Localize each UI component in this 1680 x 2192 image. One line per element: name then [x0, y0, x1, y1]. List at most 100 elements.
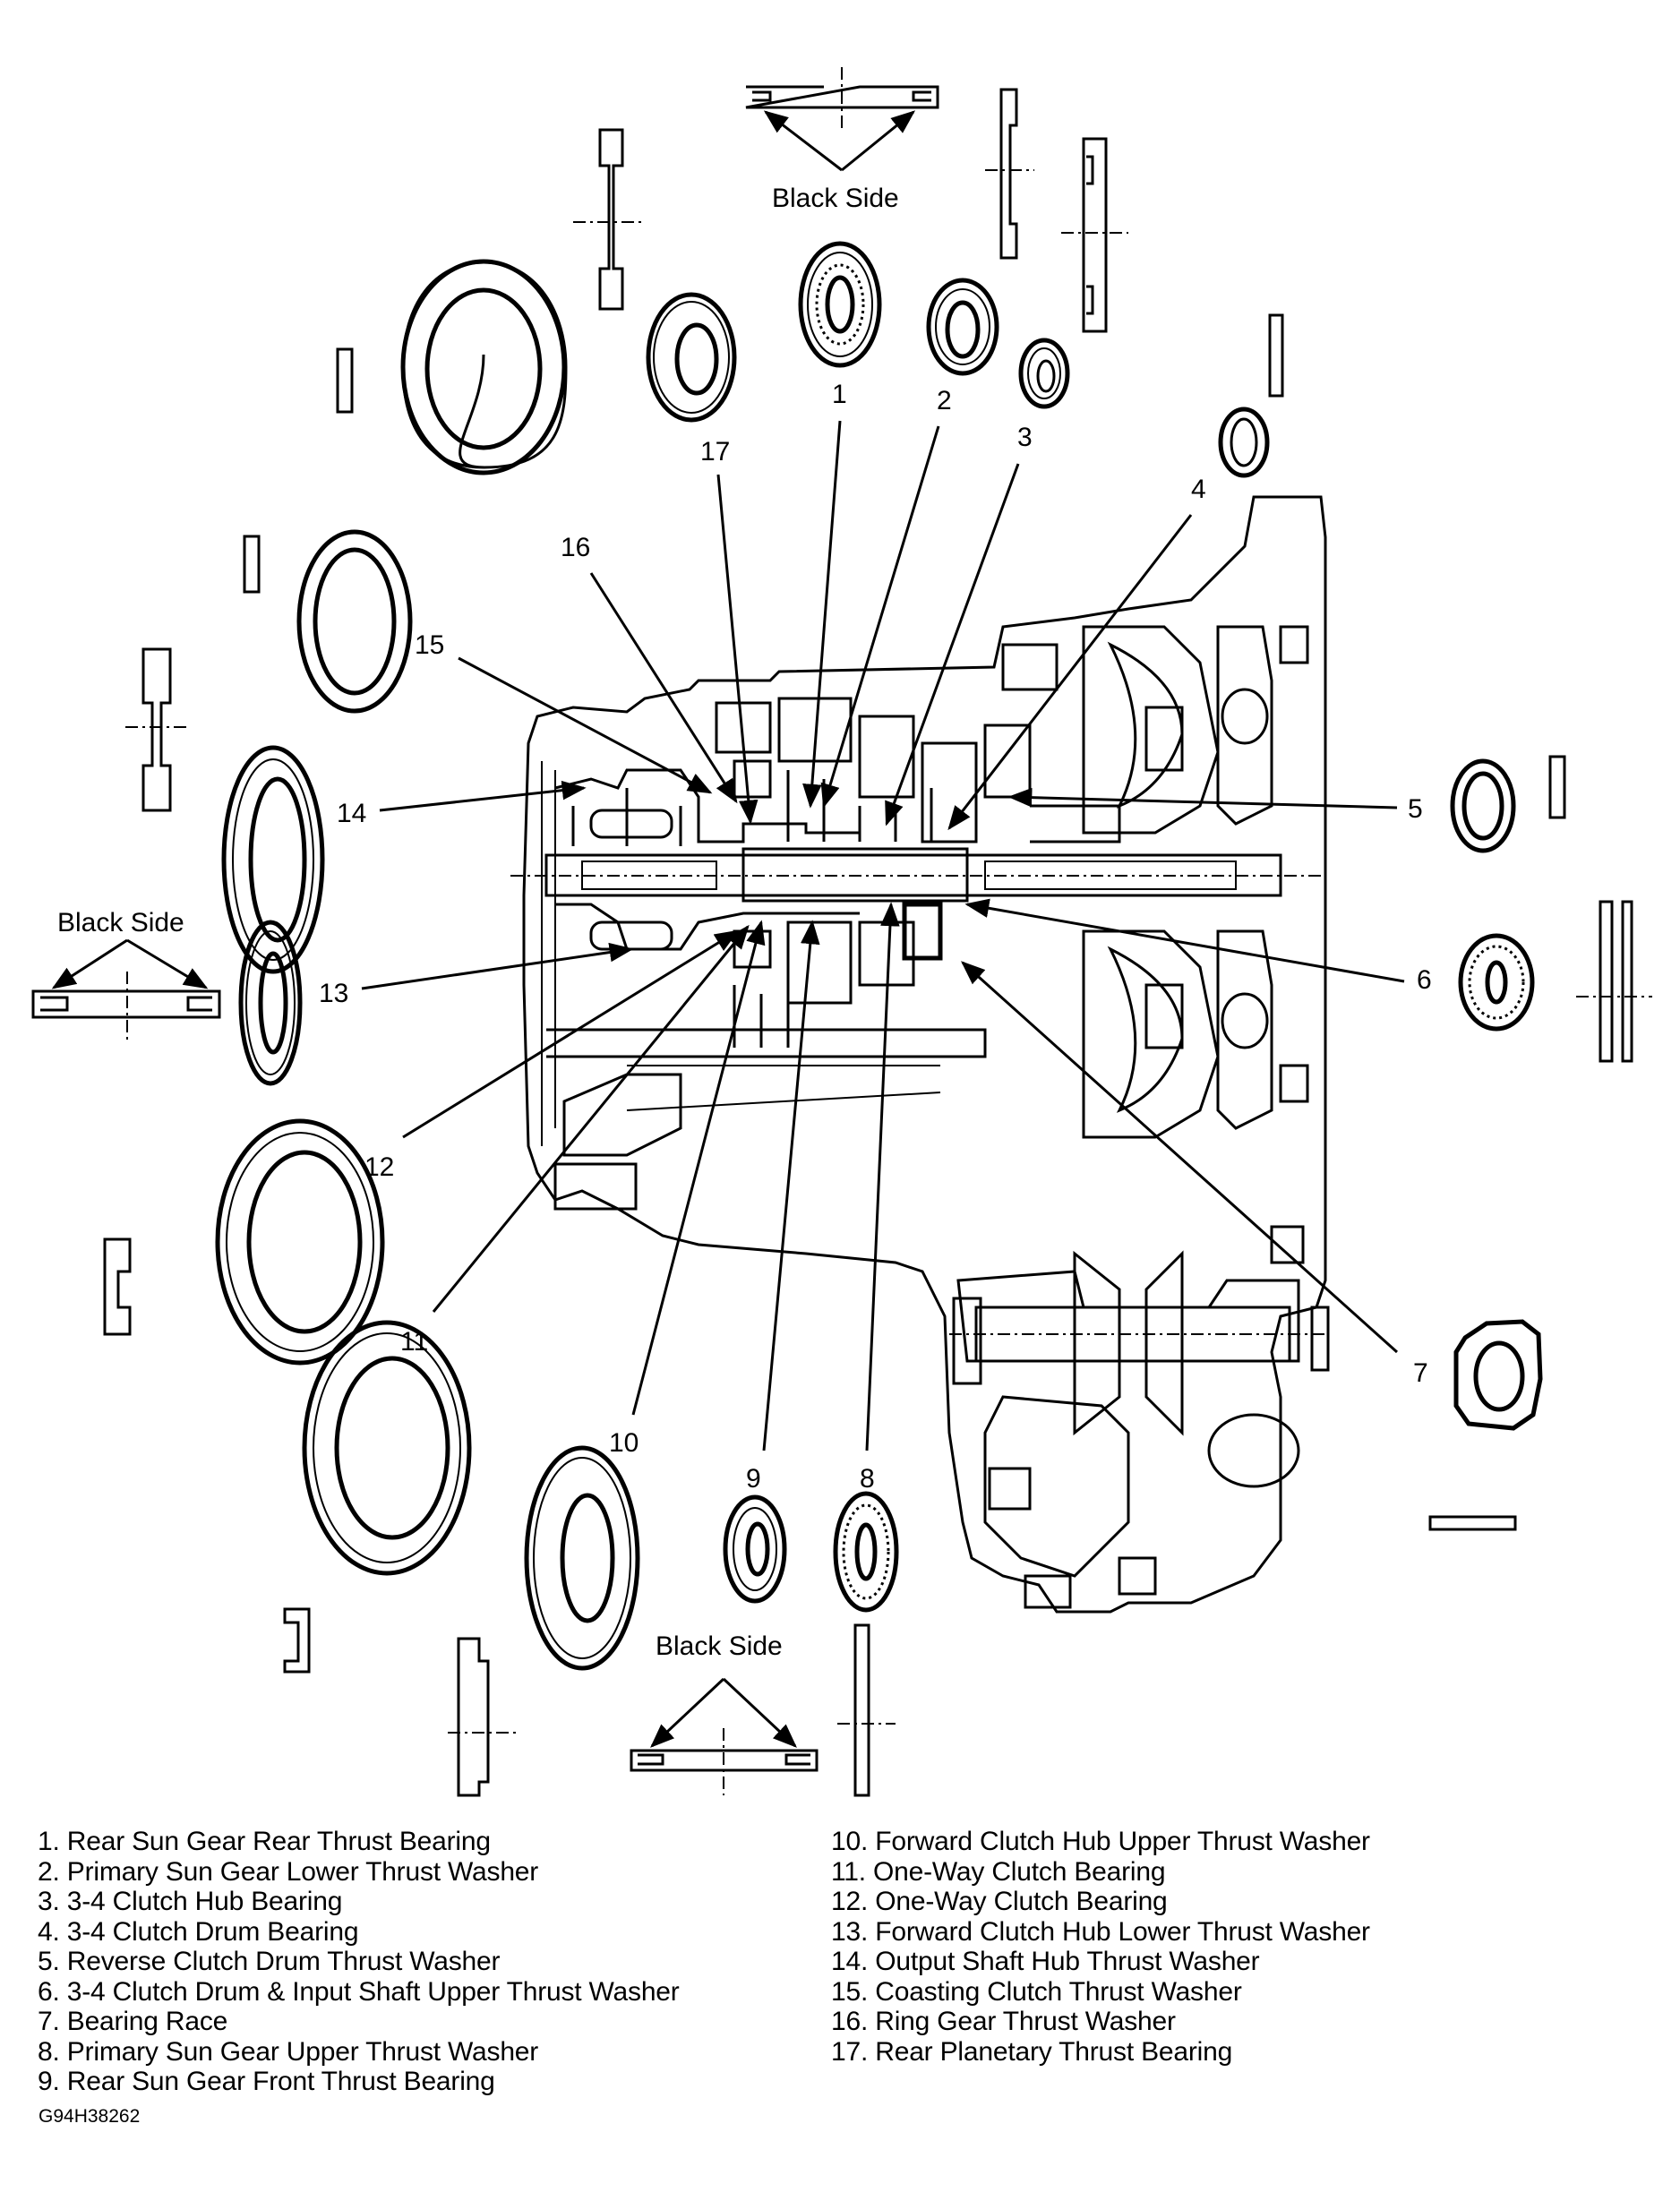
leader-3: [885, 463, 1020, 826]
leader-9: [762, 920, 820, 1451]
black-side-arrow-left-1: [51, 938, 128, 989]
legend-item: 4. 3-4 Clutch Drum Bearing: [38, 1917, 680, 1948]
legend-item: 9. Rear Sun Gear Front Thrust Bearing: [38, 2067, 680, 2097]
leader-6: [964, 898, 1405, 983]
legend-item: 1. Rear Sun Gear Rear Thrust Bearing: [38, 1827, 680, 1857]
part-17-washer: [646, 292, 737, 423]
legend-item-text: Ring Gear Thrust Washer: [875, 2007, 1176, 2036]
section-top-center: [745, 67, 939, 172]
legend-item: 14. Output Shaft Hub Thrust Washer: [831, 1947, 1370, 1977]
legend-item-number: 15.: [831, 1976, 869, 2007]
legend-item-text: Forward Clutch Hub Upper Thrust Washer: [875, 1827, 1370, 1856]
legend-item-number: 2.: [38, 1856, 60, 1887]
callout-5: 5: [1408, 794, 1423, 824]
legend-item-number: 7.: [38, 2007, 60, 2036]
legend-item-number: 6.: [38, 1976, 60, 2007]
legend-item: 17. Rear Planetary Thrust Bearing: [831, 2037, 1370, 2068]
part-7-race: [1453, 1319, 1543, 1431]
black-side-label-top: Black Side: [772, 184, 899, 213]
section-right: [1576, 900, 1652, 1063]
callout-7: 7: [1413, 1358, 1428, 1388]
legend-item-number: 5.: [38, 1947, 60, 1976]
leader-2: [820, 425, 940, 809]
part-16-side-profile: [336, 347, 354, 414]
legend-item: 11. One-Way Clutch Bearing: [831, 1857, 1370, 1888]
legend-item-number: 14.: [831, 1947, 869, 1976]
legend-item-number: 3.: [38, 1887, 60, 1916]
leader-10: [631, 920, 766, 1416]
legend-item-number: 10.: [831, 1827, 869, 1856]
leader-11: [432, 924, 750, 1313]
part-13-washer: [238, 920, 303, 1086]
legend-item: 10. Forward Clutch Hub Upper Thrust Wash…: [831, 1827, 1370, 1857]
transmission-case: [510, 495, 1330, 1614]
part-6-bearing: [1458, 933, 1535, 1032]
legend-item: 3. 3-4 Clutch Hub Bearing: [38, 1887, 680, 1917]
part-15-side-profile: [243, 535, 261, 594]
leader-14: [379, 780, 587, 812]
part-11-washer: [302, 1320, 472, 1576]
legend-item-text: One-Way Clutch Bearing: [875, 1887, 1168, 1916]
callout-4: 4: [1191, 475, 1206, 504]
callout-3: 3: [1017, 423, 1033, 452]
part-9-bearing: [723, 1494, 787, 1604]
leader-5: [1007, 787, 1398, 809]
leader-1: [802, 420, 842, 809]
black-side-label-left: Black Side: [57, 908, 184, 938]
legend-right-column: 10. Forward Clutch Hub Upper Thrust Wash…: [831, 1827, 1370, 2067]
section-left: [125, 647, 188, 812]
leader-4: [947, 514, 1193, 831]
callout-13: 13: [319, 979, 348, 1008]
callout-9: 9: [746, 1464, 761, 1494]
black-side-arrow-top-left: [763, 110, 843, 172]
leader-8: [865, 902, 900, 1451]
figure-code: G94H38262: [39, 2106, 141, 2127]
callout-6: 6: [1417, 965, 1432, 995]
leader-7: [960, 961, 1399, 1354]
part-10-washer: [524, 1445, 640, 1671]
callout-2: 2: [937, 386, 952, 415]
part-3-bearing: [1018, 338, 1070, 409]
part-5-side-profile: [1548, 755, 1566, 819]
legend-item-number: 17.: [831, 2036, 869, 2067]
legend-item: 13. Forward Clutch Hub Lower Thrust Wash…: [831, 1917, 1370, 1948]
legend-item-text: 3-4 Clutch Drum Bearing: [66, 1916, 359, 1947]
part-2-washer: [926, 278, 999, 376]
legend-item-text: Rear Sun Gear Front Thrust Bearing: [66, 2067, 495, 2096]
legend-item-text: Reverse Clutch Drum Thrust Washer: [66, 1947, 501, 1976]
callout-15: 15: [415, 630, 444, 660]
exploded-parts: [215, 241, 1566, 1671]
part-1-bearing: [798, 241, 882, 368]
legend-item-number: 16.: [831, 2007, 869, 2036]
part-5-washer: [1450, 758, 1516, 853]
legend-item: 16. Ring Gear Thrust Washer: [831, 2007, 1370, 2037]
leader-12: [402, 929, 740, 1139]
legend-item-number: 4.: [38, 1916, 60, 1947]
legend-item: 6. 3-4 Clutch Drum & Input Shaft Upper T…: [38, 1977, 680, 2008]
section-lower-left-vertical: [448, 1637, 519, 1797]
section-left-bracket: [103, 1237, 132, 1336]
callout-14: 14: [337, 799, 366, 828]
legend-item-text: Output Shaft Hub Thrust Washer: [875, 1947, 1260, 1976]
part-15-washer: [296, 529, 413, 714]
callout-16: 16: [561, 533, 590, 562]
leader-13: [361, 942, 634, 990]
part-7-side-profile: [1428, 1515, 1517, 1531]
part-4-side-profile: [1268, 313, 1284, 398]
legend-item-number: 8.: [38, 2036, 60, 2067]
legend-item-number: 1.: [38, 1827, 60, 1856]
section-left-black-side: [31, 938, 221, 1043]
part-8-bearing: [833, 1491, 899, 1613]
callout-numbers: 1 2 3 4 5 6 7 8 9 10 11 12 13 14 15 16 1…: [319, 380, 1432, 1494]
legend-item-number: 13.: [831, 1916, 869, 1947]
section-bottom-center: [630, 1677, 819, 1795]
leader-16: [589, 572, 738, 804]
legend-item: 5. Reverse Clutch Drum Thrust Washer: [38, 1947, 680, 1977]
section-top-right-2: [1061, 137, 1128, 333]
legend-item-text: Bearing Race: [66, 2007, 228, 2036]
cross-section-profiles: [31, 67, 1652, 1797]
leader-15: [458, 656, 713, 794]
leader-lines: [361, 420, 1405, 1451]
black-side-arrow-left-2: [126, 938, 209, 989]
